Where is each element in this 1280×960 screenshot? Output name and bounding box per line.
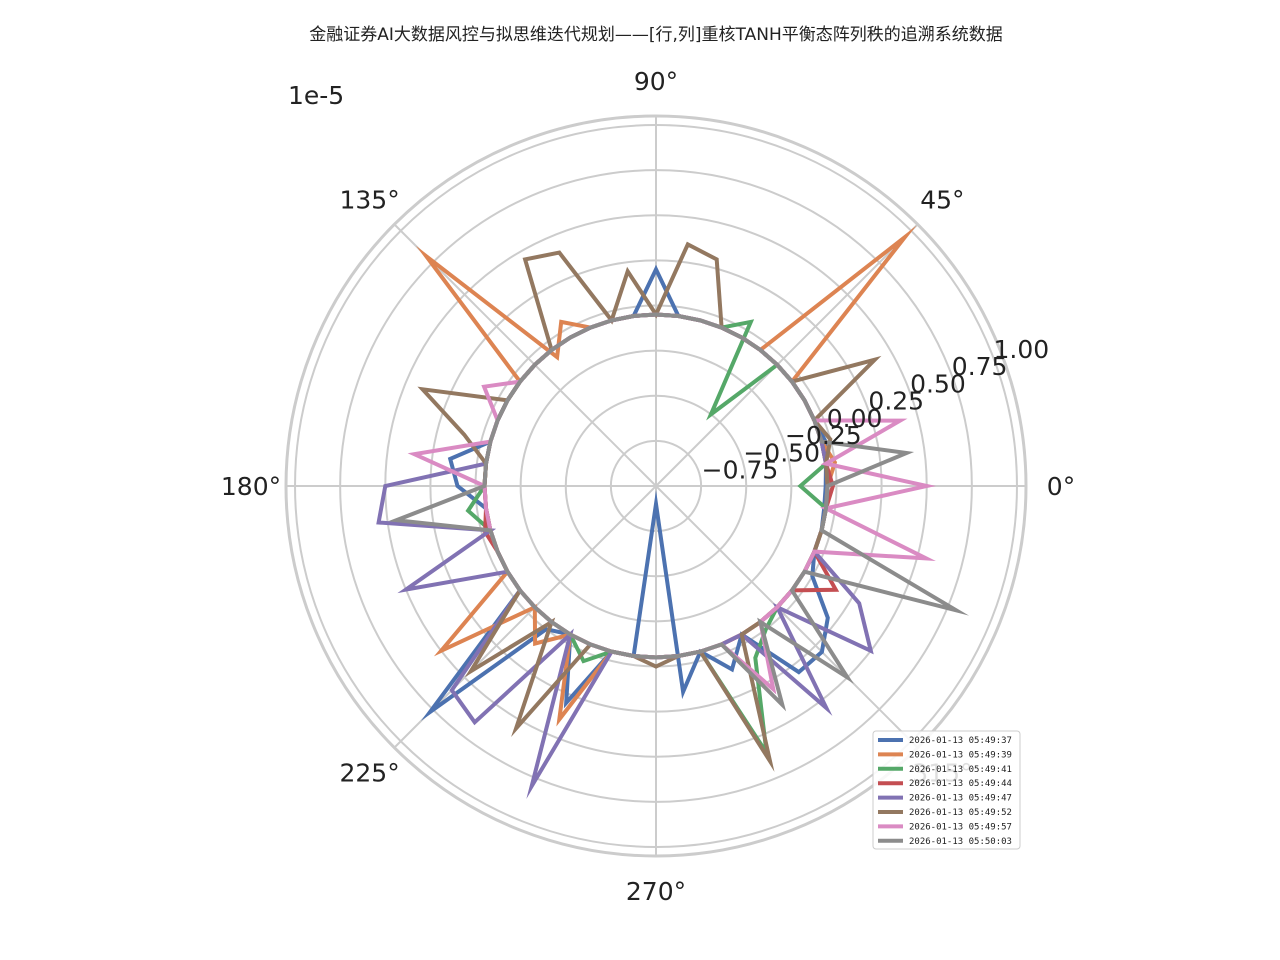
legend-entry: 2026-01-13 05:49:52 bbox=[909, 808, 1012, 818]
legend-entry: 2026-01-13 05:50:03 bbox=[909, 837, 1012, 847]
legend-entry: 2026-01-13 05:49:57 bbox=[909, 822, 1012, 832]
radial-tick-label: −0.75 bbox=[702, 456, 779, 485]
radial-tick-label: 0.00 bbox=[827, 404, 883, 433]
series-line-5 bbox=[376, 312, 874, 800]
angle-tick-label: 225° bbox=[340, 758, 400, 787]
angle-tick-label: 135° bbox=[340, 186, 400, 215]
radial-tick-label: −0.50 bbox=[743, 438, 820, 467]
legend-entry: 2026-01-13 05:49:44 bbox=[909, 779, 1012, 789]
angle-gridline bbox=[393, 223, 657, 487]
radial-tick-label: 0.25 bbox=[868, 387, 924, 416]
radial-gridline bbox=[294, 124, 1018, 848]
angle-tick-label: 180° bbox=[221, 472, 281, 501]
radial-tick-label: 1.00 bbox=[993, 335, 1049, 364]
series-lines bbox=[376, 225, 970, 800]
radial-gridline bbox=[519, 349, 793, 623]
angle-gridline bbox=[655, 485, 919, 749]
series-line-8 bbox=[388, 312, 970, 712]
radial-gridline bbox=[429, 259, 883, 713]
polar-frame bbox=[284, 114, 1028, 858]
radial-tick-label: 0.75 bbox=[952, 352, 1008, 381]
polar-grid bbox=[284, 114, 1028, 858]
legend-entry: 2026-01-13 05:49:47 bbox=[909, 794, 1012, 804]
angle-tick-label: 270° bbox=[626, 877, 686, 906]
radial-gridline bbox=[609, 439, 703, 533]
angle-tick-label: 45° bbox=[920, 186, 964, 215]
legend-entry: 2026-01-13 05:49:39 bbox=[909, 750, 1012, 760]
chart-title: 金融证券AI大数据风控与拟思维迭代规划——[行,列]重核TANH平衡态阵列秩的追… bbox=[309, 25, 1003, 45]
radial-tick-label: −0.25 bbox=[785, 421, 862, 450]
legend-frame bbox=[872, 730, 1021, 850]
legend-entry: 2026-01-13 05:49:41 bbox=[909, 765, 1012, 775]
radial-gridline bbox=[564, 394, 748, 578]
angle-gridline bbox=[655, 223, 919, 487]
radial-tick-label: 0.50 bbox=[910, 369, 966, 398]
legend-entry: 2026-01-13 05:49:37 bbox=[909, 736, 1012, 746]
angle-tick-label: 90° bbox=[634, 67, 678, 96]
radial-offset-label: 1e-5 bbox=[288, 81, 344, 110]
angle-tick-label: 0° bbox=[1047, 472, 1075, 501]
radial-gridline bbox=[339, 169, 973, 803]
legend: 2026-01-13 05:49:37 2026-01-13 05:49:39 20… bbox=[872, 730, 1021, 850]
series-line-6 bbox=[417, 241, 882, 772]
